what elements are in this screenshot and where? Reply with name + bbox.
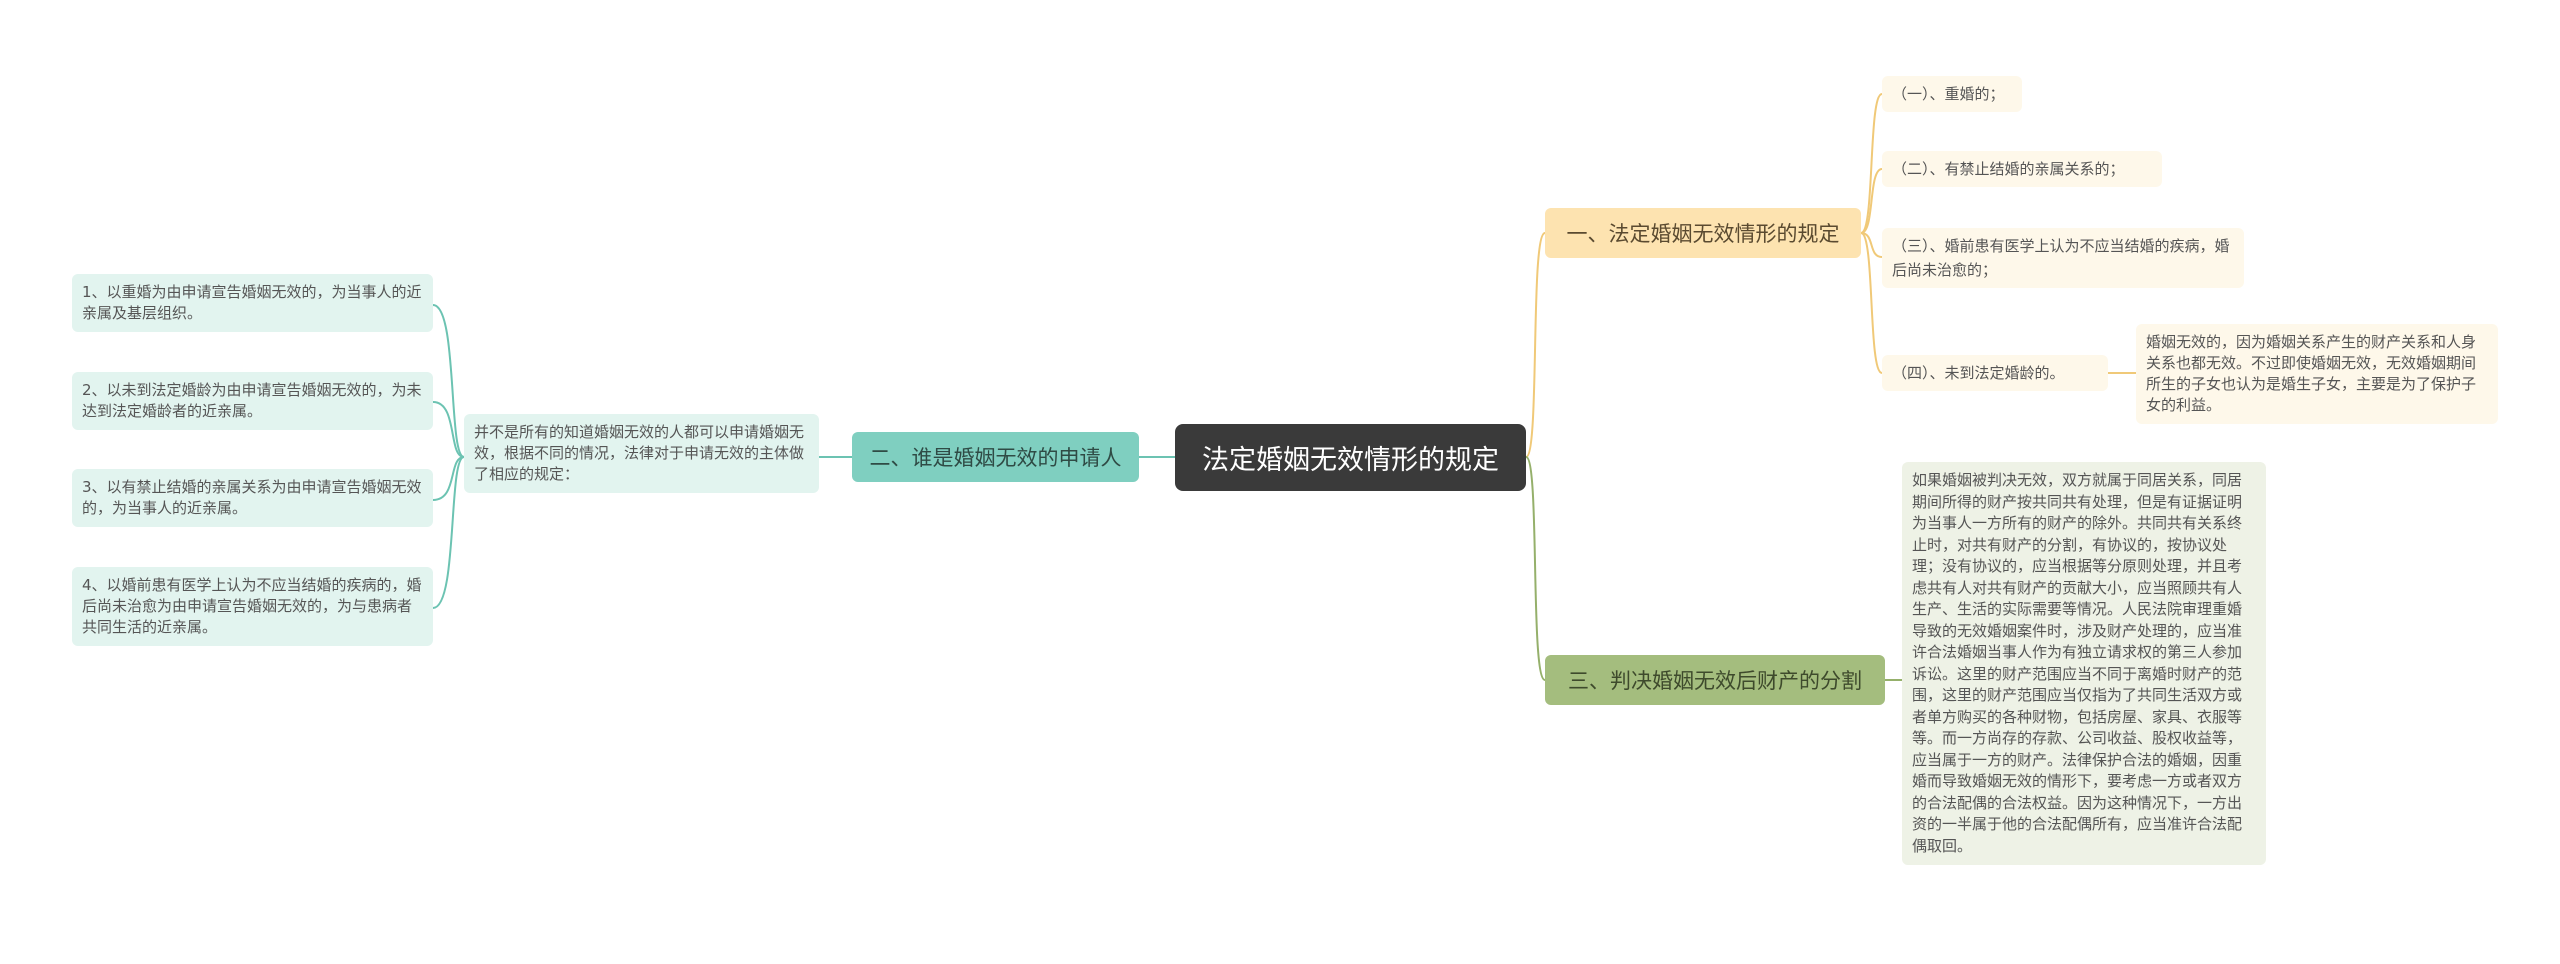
branch1-item-2[interactable]: （二）、有禁止结婚的亲属关系的； bbox=[1882, 151, 2162, 187]
branch2-intro[interactable]: 并不是所有的知道婚姻无效的人都可以申请婚姻无效，根据不同的情况，法律对于申请无效… bbox=[464, 414, 819, 493]
branch3-text[interactable]: 如果婚姻被判决无效，双方就属于同居关系，同居期间所得的财产按共同共有处理，但是有… bbox=[1902, 462, 2266, 865]
edge-root-branch1 bbox=[1525, 232, 1546, 458]
edge-b1-item3 bbox=[1860, 232, 1883, 258]
edge-intro-item1 bbox=[432, 304, 465, 458]
edge-intro-item3 bbox=[432, 456, 465, 501]
branch-applicants[interactable]: 二、谁是婚姻无效的申请人 bbox=[852, 432, 1139, 482]
branch2-item-3[interactable]: 3、以有禁止结婚的亲属关系为由申请宣告婚姻无效的，为当事人的近亲属。 bbox=[72, 469, 433, 527]
branch2-item-4[interactable]: 4、以婚前患有医学上认为不应当结婚的疾病的，婚后尚未治愈为由申请宣告婚姻无效的，… bbox=[72, 567, 433, 646]
root-topic[interactable]: 法定婚姻无效情形的规定 bbox=[1175, 424, 1526, 491]
branch1-note[interactable]: 婚姻无效的，因为婚姻关系产生的财产关系和人身关系也都无效。不过即使婚姻无效，无效… bbox=[2136, 324, 2498, 424]
edge-b1-item4 bbox=[1860, 232, 1883, 374]
branch-invalid-marriage-cases[interactable]: 一、法定婚姻无效情形的规定 bbox=[1545, 208, 1861, 258]
branch1-item-1[interactable]: （一）、重婚的； bbox=[1882, 76, 2022, 112]
edge-intro-item4 bbox=[432, 456, 465, 609]
branch1-item-4[interactable]: （四）、未到法定婚龄的。 bbox=[1882, 355, 2108, 391]
branch2-item-1[interactable]: 1、以重婚为由申请宣告婚姻无效的，为当事人的近亲属及基层组织。 bbox=[72, 274, 433, 332]
edge-intro-item2 bbox=[432, 401, 465, 458]
branch-property-division[interactable]: 三、判决婚姻无效后财产的分割 bbox=[1545, 655, 1885, 705]
edge-b1-item2 bbox=[1860, 168, 1883, 234]
branch2-item-2[interactable]: 2、以未到法定婚龄为由申请宣告婚姻无效的，为未达到法定婚龄者的近亲属。 bbox=[72, 372, 433, 430]
edge-b1-item1 bbox=[1860, 93, 1883, 234]
branch1-item-3[interactable]: （三）、婚前患有医学上认为不应当结婚的疾病，婚后尚未治愈的； bbox=[1882, 228, 2244, 288]
edge-root-branch3 bbox=[1525, 456, 1546, 681]
